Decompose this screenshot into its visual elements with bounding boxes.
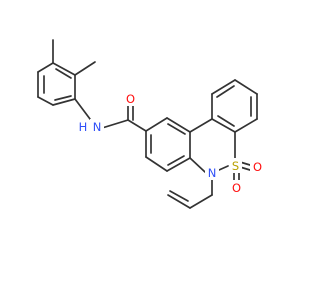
bond [211, 79, 236, 95]
bond [216, 85, 235, 98]
bond [234, 118, 258, 133]
atom-labels: O N H N S O O [76, 91, 265, 195]
atom-label-h-amide: H [79, 120, 88, 134]
bond [52, 62, 76, 76]
bond [145, 117, 168, 132]
bond [211, 118, 236, 133]
bond [217, 115, 235, 127]
bond [189, 157, 206, 173]
bond [101, 119, 129, 129]
bond [189, 118, 213, 133]
bonds [37, 39, 258, 209]
bond [74, 98, 91, 120]
bond [37, 96, 54, 106]
bond [169, 190, 189, 202]
bond [127, 119, 147, 132]
atom-label-o-sulfonyl-2: O [232, 181, 241, 195]
bond [166, 157, 191, 172]
bond [234, 79, 258, 95]
atom-label-n-ring: N [208, 166, 217, 180]
bond [54, 95, 72, 101]
bond [167, 123, 186, 135]
atom-label-n-amide: N [93, 120, 102, 134]
atom-label-o-sulfonyl-1: O [253, 160, 262, 174]
bond [218, 165, 229, 171]
bond [52, 98, 76, 106]
bond [37, 62, 54, 73]
bond [167, 155, 185, 166]
bond [166, 117, 191, 133]
atom-label-s-ring: S [232, 159, 239, 173]
atom-label-o-amide: O [126, 92, 135, 106]
bond [167, 194, 191, 209]
bond [74, 61, 96, 76]
bond [55, 68, 72, 79]
bond [145, 156, 168, 172]
bond [189, 194, 213, 209]
molecule-structure: O N H N S O O [37, 39, 265, 209]
